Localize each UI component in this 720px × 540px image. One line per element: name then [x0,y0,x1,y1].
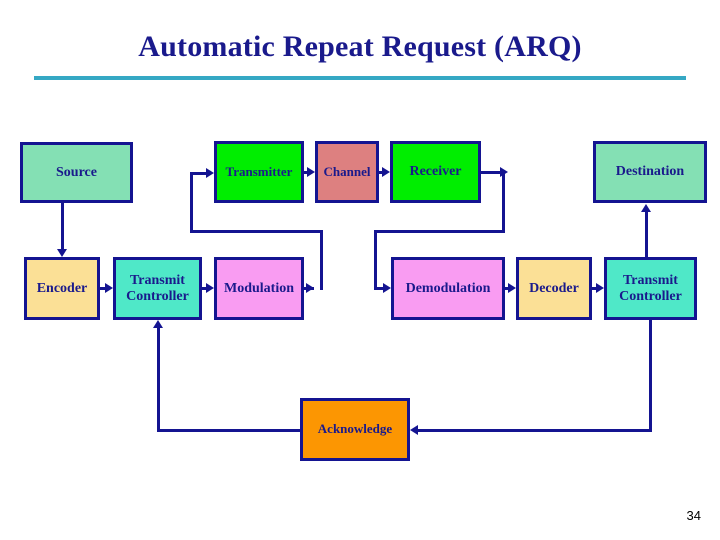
arrowhead-into-transmit-controller-left [153,320,163,328]
connector-ack-out-riser [157,328,160,431]
page-number: 34 [686,508,701,523]
box-demodulation[interactable]: Demodulation [391,257,505,320]
box-acknowledge[interactable]: Acknowledge [300,398,410,461]
connector-modulation-to-transmitter-run [190,230,323,233]
connector-modulation-riser [320,230,323,290]
connector-demod-feed-run [374,287,386,290]
box-source[interactable]: Source [20,142,133,203]
box-decoder[interactable]: Decoder [516,257,592,320]
page-title: Automatic Repeat Request (ARQ) [138,30,582,63]
arrowhead-source-to-encoder [57,249,67,257]
arrowhead-into-destination [641,204,651,212]
arrowhead-into-acknowledge [410,425,418,435]
arrowhead-decoder-to-transmit-controller [596,283,604,293]
box-modulation[interactable]: Modulation [214,257,304,320]
connector-ack-feed-run [418,429,652,432]
connector-receiver-to-demod-run [374,230,505,233]
arrowhead-channel-to-receiver [382,167,390,177]
title-divider [34,76,686,80]
connector-decoder-to-transmit-controller [592,287,598,290]
box-channel[interactable]: Channel [315,141,379,203]
box-transmit-controller-right[interactable]: Transmit Controller [604,257,697,320]
box-encoder[interactable]: Encoder [24,257,100,320]
arrowhead-modulation-out [306,283,314,293]
box-receiver[interactable]: Receiver [390,141,481,203]
arrowhead-transmit-controller-to-modulation [206,283,214,293]
connector-receiver-out-right [481,171,505,174]
connector-receiver-downer [502,171,505,233]
connector-source-to-encoder [61,203,64,249]
connector-transmitter-feed-riser [190,172,193,233]
connector-demod-feed-downer [374,230,377,288]
box-destination[interactable]: Destination [593,141,707,203]
arrowhead-encoder-to-transmit-controller [105,283,113,293]
connector-ack-feed-downer [649,320,652,431]
connector-transmit-controller-to-modulation [202,287,208,290]
box-transmitter[interactable]: Transmitter [214,141,304,203]
connector-transmitter-feed-run [190,172,208,175]
connector-transmit-controller-to-destination [645,212,648,258]
connector-ack-out-run [157,429,301,432]
connector-encoder-to-transmit-controller [100,287,106,290]
box-transmit-controller-left[interactable]: Transmit Controller [113,257,202,320]
arrowhead-transmitter-to-channel [307,167,315,177]
arrowhead-into-demodulation [383,283,391,293]
arrowhead-into-transmitter [206,168,214,178]
arrowhead-demodulation-to-decoder [508,283,516,293]
